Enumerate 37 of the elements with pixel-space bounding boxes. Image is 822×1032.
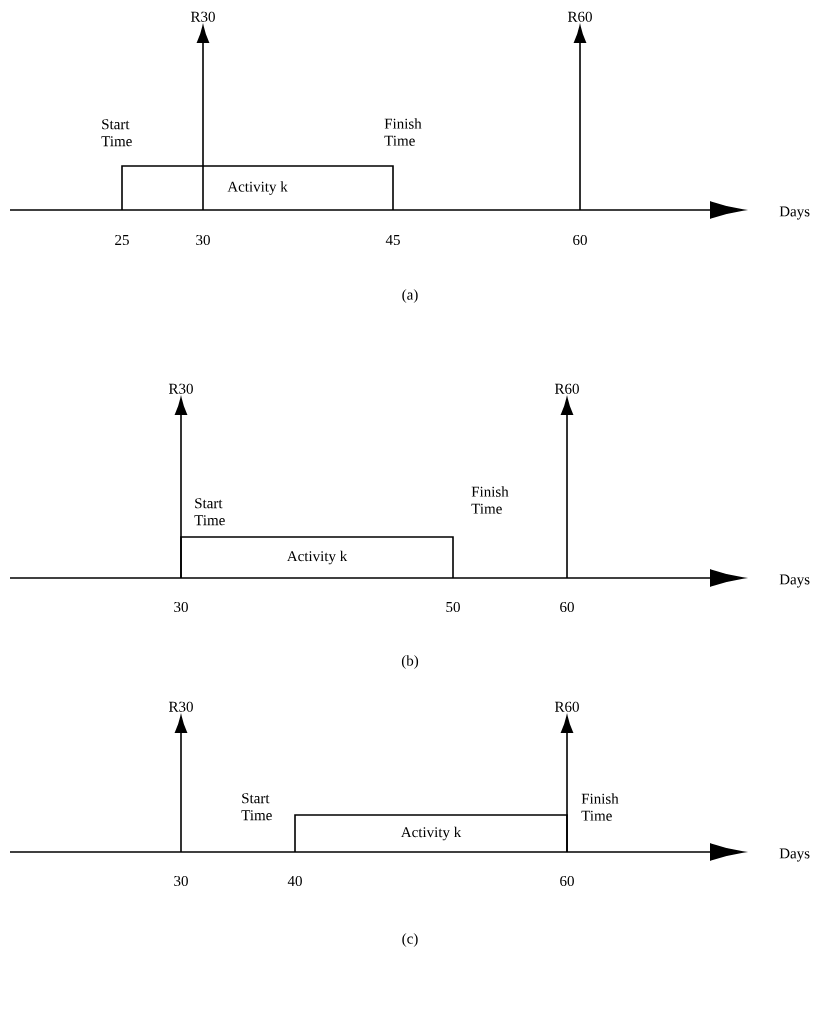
start-time-label: Start Time <box>241 793 272 821</box>
panel-label: (c) <box>402 933 418 947</box>
finish-time-label: Finish Time <box>471 486 509 514</box>
panel-label: (b) <box>401 655 419 669</box>
start-time-label: Start Time <box>194 498 225 526</box>
tick-label: 50 <box>446 601 460 613</box>
tick-label: 25 <box>115 234 129 246</box>
tick-label: 60 <box>573 234 587 246</box>
finish-time-label: Finish Time <box>384 118 422 146</box>
tick-label: 45 <box>385 235 400 245</box>
axis-label: Days <box>779 574 810 588</box>
milestone-arrow <box>561 397 573 579</box>
milestone-label: R30 <box>168 383 193 394</box>
tick-label: 60 <box>560 601 574 613</box>
tick-label: 30 <box>174 875 188 887</box>
activity-bar: Activity k <box>180 536 454 579</box>
milestone-label: R60 <box>554 701 579 712</box>
milestone-label: R30 <box>168 701 193 712</box>
milestone-label: R30 <box>190 11 215 22</box>
milestone-arrow <box>175 397 187 579</box>
tick-label: 30 <box>196 234 210 246</box>
milestone-label: R60 <box>567 11 592 22</box>
milestone-label: R60 <box>554 383 579 394</box>
tick-label: 60 <box>560 875 574 887</box>
tick-label: 30 <box>174 601 188 613</box>
activity-bar: Activity k <box>121 165 394 211</box>
finish-time-label: Finish Time <box>581 793 619 821</box>
panel-label: (a) <box>402 289 418 303</box>
axis-label: Days <box>779 848 810 862</box>
milestone-arrow <box>561 716 573 853</box>
tick-label: 40 <box>287 875 302 887</box>
start-time-label: Start Time <box>101 119 132 147</box>
activity-bar: Activity k <box>294 814 568 853</box>
milestone-arrow <box>197 26 209 211</box>
axis-label: Days <box>779 206 810 220</box>
milestone-arrow <box>574 26 586 211</box>
milestone-arrow <box>175 716 187 853</box>
